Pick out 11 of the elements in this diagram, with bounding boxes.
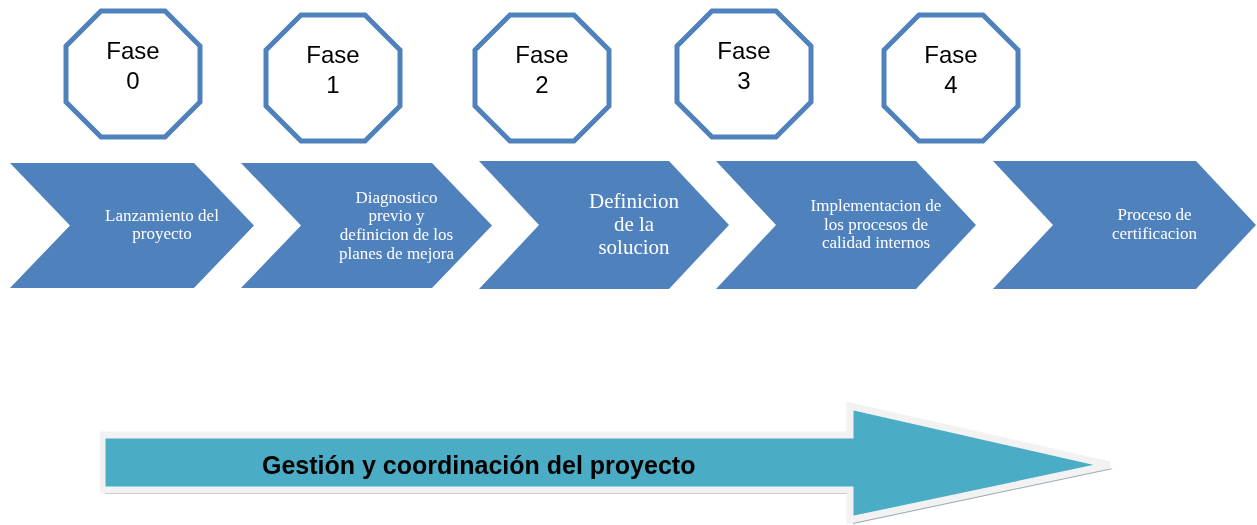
step-label: Implementacion de los procesos de calidad internos: [809, 196, 943, 254]
phase-label: Fase 0: [105, 36, 161, 96]
phase-label: Fase 3: [716, 36, 772, 96]
step-label: Proceso de certificacion: [1111, 206, 1198, 244]
step-label: Lanzamiento del proyecto: [104, 206, 220, 245]
phase-label: Fase 2: [514, 40, 570, 100]
step-label: Definicion de la solucion: [588, 190, 680, 260]
arrow-label: Gestión y coordinación del proyecto: [262, 450, 696, 481]
phase-label: Fase 4: [923, 40, 979, 100]
step-label: Diagnostico previo y definicion de los planes de mejora: [337, 188, 456, 263]
phase-label: Fase 1: [305, 40, 361, 100]
